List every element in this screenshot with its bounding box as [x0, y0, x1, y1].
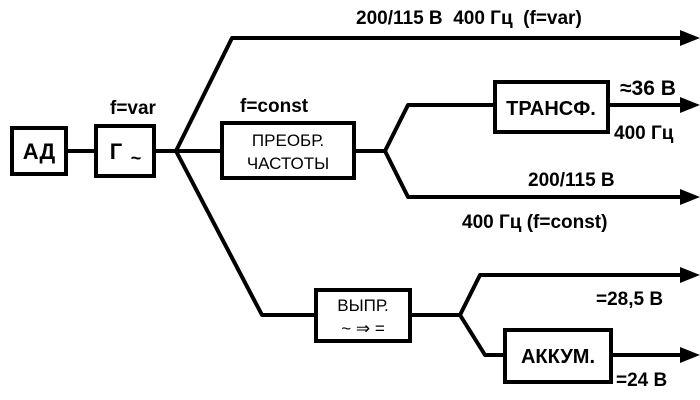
- block-rectifier: ВЫПР. ~ ⇒ =: [314, 288, 412, 343]
- wire-node-battery: [458, 313, 507, 357]
- block-transformer-label: ТРАНСФ.: [506, 98, 596, 120]
- block-ad: АД: [10, 126, 68, 176]
- wire-node-top-output: [174, 36, 685, 153]
- arrow-top-output: [680, 30, 700, 46]
- block-frequency-converter: ПРЕОБР. ЧАСТОТЫ: [220, 121, 356, 180]
- wire-node-dc28-output: [458, 273, 685, 317]
- label-output-var: 200/115 В 400 Гц (f=var): [356, 8, 582, 29]
- block-converter-line2: ЧАСТОТЫ: [247, 154, 329, 173]
- label-const-voltage: 200/115 В: [528, 170, 615, 191]
- label-const-frequency: 400 Гц (f=const): [462, 212, 607, 233]
- arrow-const-output: [680, 189, 700, 205]
- label-dc-24: =24 В: [616, 370, 667, 391]
- block-ad-label: АД: [23, 139, 56, 164]
- block-generator: Г ~: [94, 124, 156, 178]
- tilde-icon: ~: [131, 148, 142, 168]
- block-battery-label: АККУМ.: [521, 346, 595, 368]
- block-transformer: ТРАНСФ.: [493, 80, 610, 134]
- block-battery: АККУМ.: [503, 328, 613, 384]
- arrow-dc28-output: [680, 267, 700, 283]
- arrowheads: [680, 30, 700, 363]
- label-transf-frequency: 400 Гц: [614, 123, 674, 144]
- block-rectifier-line2: ~ ⇒ =: [341, 319, 385, 338]
- wire-node-transformer: [383, 103, 497, 153]
- label-dc-28: =28,5 В: [596, 289, 663, 310]
- block-rectifier-line1: ВЫПР.: [337, 296, 388, 315]
- block-converter-line1: ПРЕОБР.: [252, 131, 324, 150]
- label-f-var: f=var: [110, 98, 157, 119]
- block-generator-label: Г: [110, 139, 123, 164]
- label-transf-voltage: ≈36 В: [620, 77, 676, 100]
- arrow-dc24-output: [680, 347, 700, 363]
- label-f-const: f=const: [240, 96, 309, 117]
- wire-node-const-output: [383, 149, 685, 199]
- wiring: [64, 36, 685, 357]
- wire-node-rectifier: [174, 149, 318, 317]
- arrow-transformer-output: [680, 97, 700, 113]
